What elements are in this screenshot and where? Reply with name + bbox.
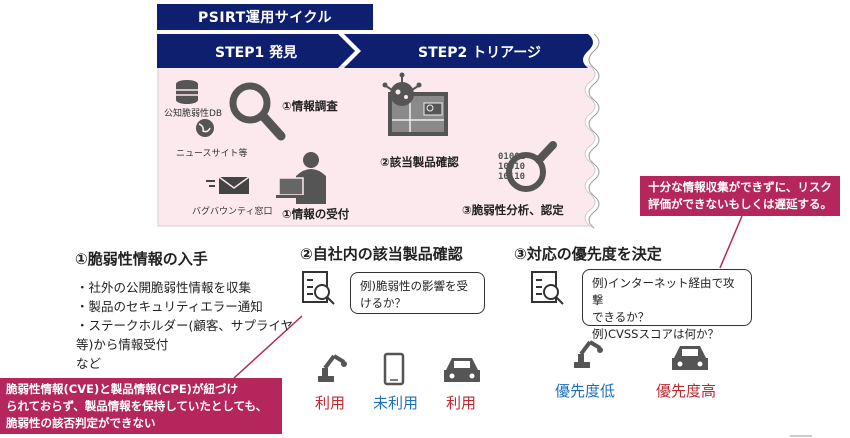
virus-product-icon — [382, 72, 448, 136]
vuln-analysis-label: ③脆弱性分析、認定 — [462, 203, 564, 217]
callout-bottom-line: られておらず、製品情報を保持していたとしても、 — [6, 399, 268, 413]
db-label: 公知脆弱性DB — [164, 109, 223, 119]
product-check-label: ②該当製品確認 — [380, 155, 459, 169]
bullet-item: ・製品のセキュリティエラー通知 — [76, 299, 263, 314]
info-receive-label: ①情報の受付 — [282, 207, 350, 221]
info-research-label: ①情報調査 — [282, 99, 338, 113]
callout-bottom-line: 脆弱性情報(CVE)と製品情報(CPE)が紐づけ — [6, 382, 238, 396]
callout-bottom-connector — [233, 315, 303, 379]
callout-bottom-line: 脆弱性の該否判定ができない — [6, 416, 156, 430]
checklist-icon — [531, 271, 564, 305]
callout-bottom: 脆弱性情報(CVE)と製品情報(CPE)が紐づけ られておらず、製品情報を保持し… — [0, 378, 282, 434]
step1-label: STEP1 発見 — [215, 45, 298, 61]
section3-example-box: 例)インターネット経由で攻撃 できるか？ 例)CVSSスコアは何か？ — [582, 269, 752, 341]
car-icon — [444, 358, 480, 382]
magnifier-analysis-icon — [506, 141, 557, 192]
box-line: 例)CVSSスコアは何か？ — [592, 327, 719, 341]
cycle-title: PSIRT運用サイクル — [157, 4, 373, 30]
box-line: 例)脆弱性の影響を受 — [360, 279, 468, 293]
label-priority-high: 優先度高 — [656, 382, 717, 400]
robot-arm-icon — [318, 354, 347, 382]
smartphone-icon — [383, 352, 405, 386]
label-used-2: 利用 — [446, 394, 477, 412]
news-label: ニュースサイト等 — [176, 149, 248, 159]
binary-digits: 01001 10010 10110 — [498, 152, 526, 182]
label-used-1: 利用 — [315, 394, 346, 412]
box-line: けるか？ — [360, 296, 406, 310]
envelope-icon — [206, 176, 250, 194]
car-icon — [672, 346, 708, 370]
step2-label: STEP2 トリアージ — [418, 45, 541, 61]
callout-top-line: 十分な情報収集ができずに、リスク — [648, 180, 832, 194]
section1-heading: ①脆弱性情報の入手 — [75, 250, 208, 268]
database-icon — [176, 80, 198, 104]
section2-example-box: 例)脆弱性の影響を受 けるか？ — [350, 272, 485, 314]
globe-icon — [196, 119, 214, 137]
magnifier-icon — [229, 82, 286, 141]
bullet-item: ・社外の公開脆弱性情報を収集 — [76, 280, 252, 295]
bullet-item: ・ステークホルダー(顧客、サプライヤ — [76, 318, 294, 333]
section3-heading: ③対応の優先度を決定 — [514, 245, 662, 263]
checklist-icon — [302, 271, 335, 305]
callout-top-connector — [719, 215, 743, 269]
box-line: できるか？ — [592, 310, 650, 324]
person-computer-icon — [276, 152, 326, 204]
step2-chevron — [344, 34, 593, 68]
robot-arm-icon — [574, 340, 603, 368]
bullet-item: など — [76, 356, 102, 371]
label-priority-low: 優先度低 — [555, 382, 616, 400]
section2-heading: ②自社内の該当製品確認 — [300, 245, 463, 263]
callout-top-line: 評価ができないもしくは遅延する。 — [648, 197, 832, 211]
bullet-item: 等)から情報受付 — [76, 337, 169, 352]
section1-bullets: ・社外の公開脆弱性情報を収集 ・製品のセキュリティエラー通知 ・ステークホルダー… — [76, 278, 293, 373]
box-line: 例)インターネット経由で攻撃 — [592, 276, 735, 307]
callout-top: 十分な情報収集ができずに、リスク 評価ができないもしくは遅延する。 — [640, 176, 840, 216]
wavy-edge — [588, 33, 600, 229]
bounty-label: バグバウンティ窓口 — [192, 207, 273, 217]
step1-chevron — [157, 34, 355, 68]
label-unused: 未利用 — [373, 394, 419, 412]
